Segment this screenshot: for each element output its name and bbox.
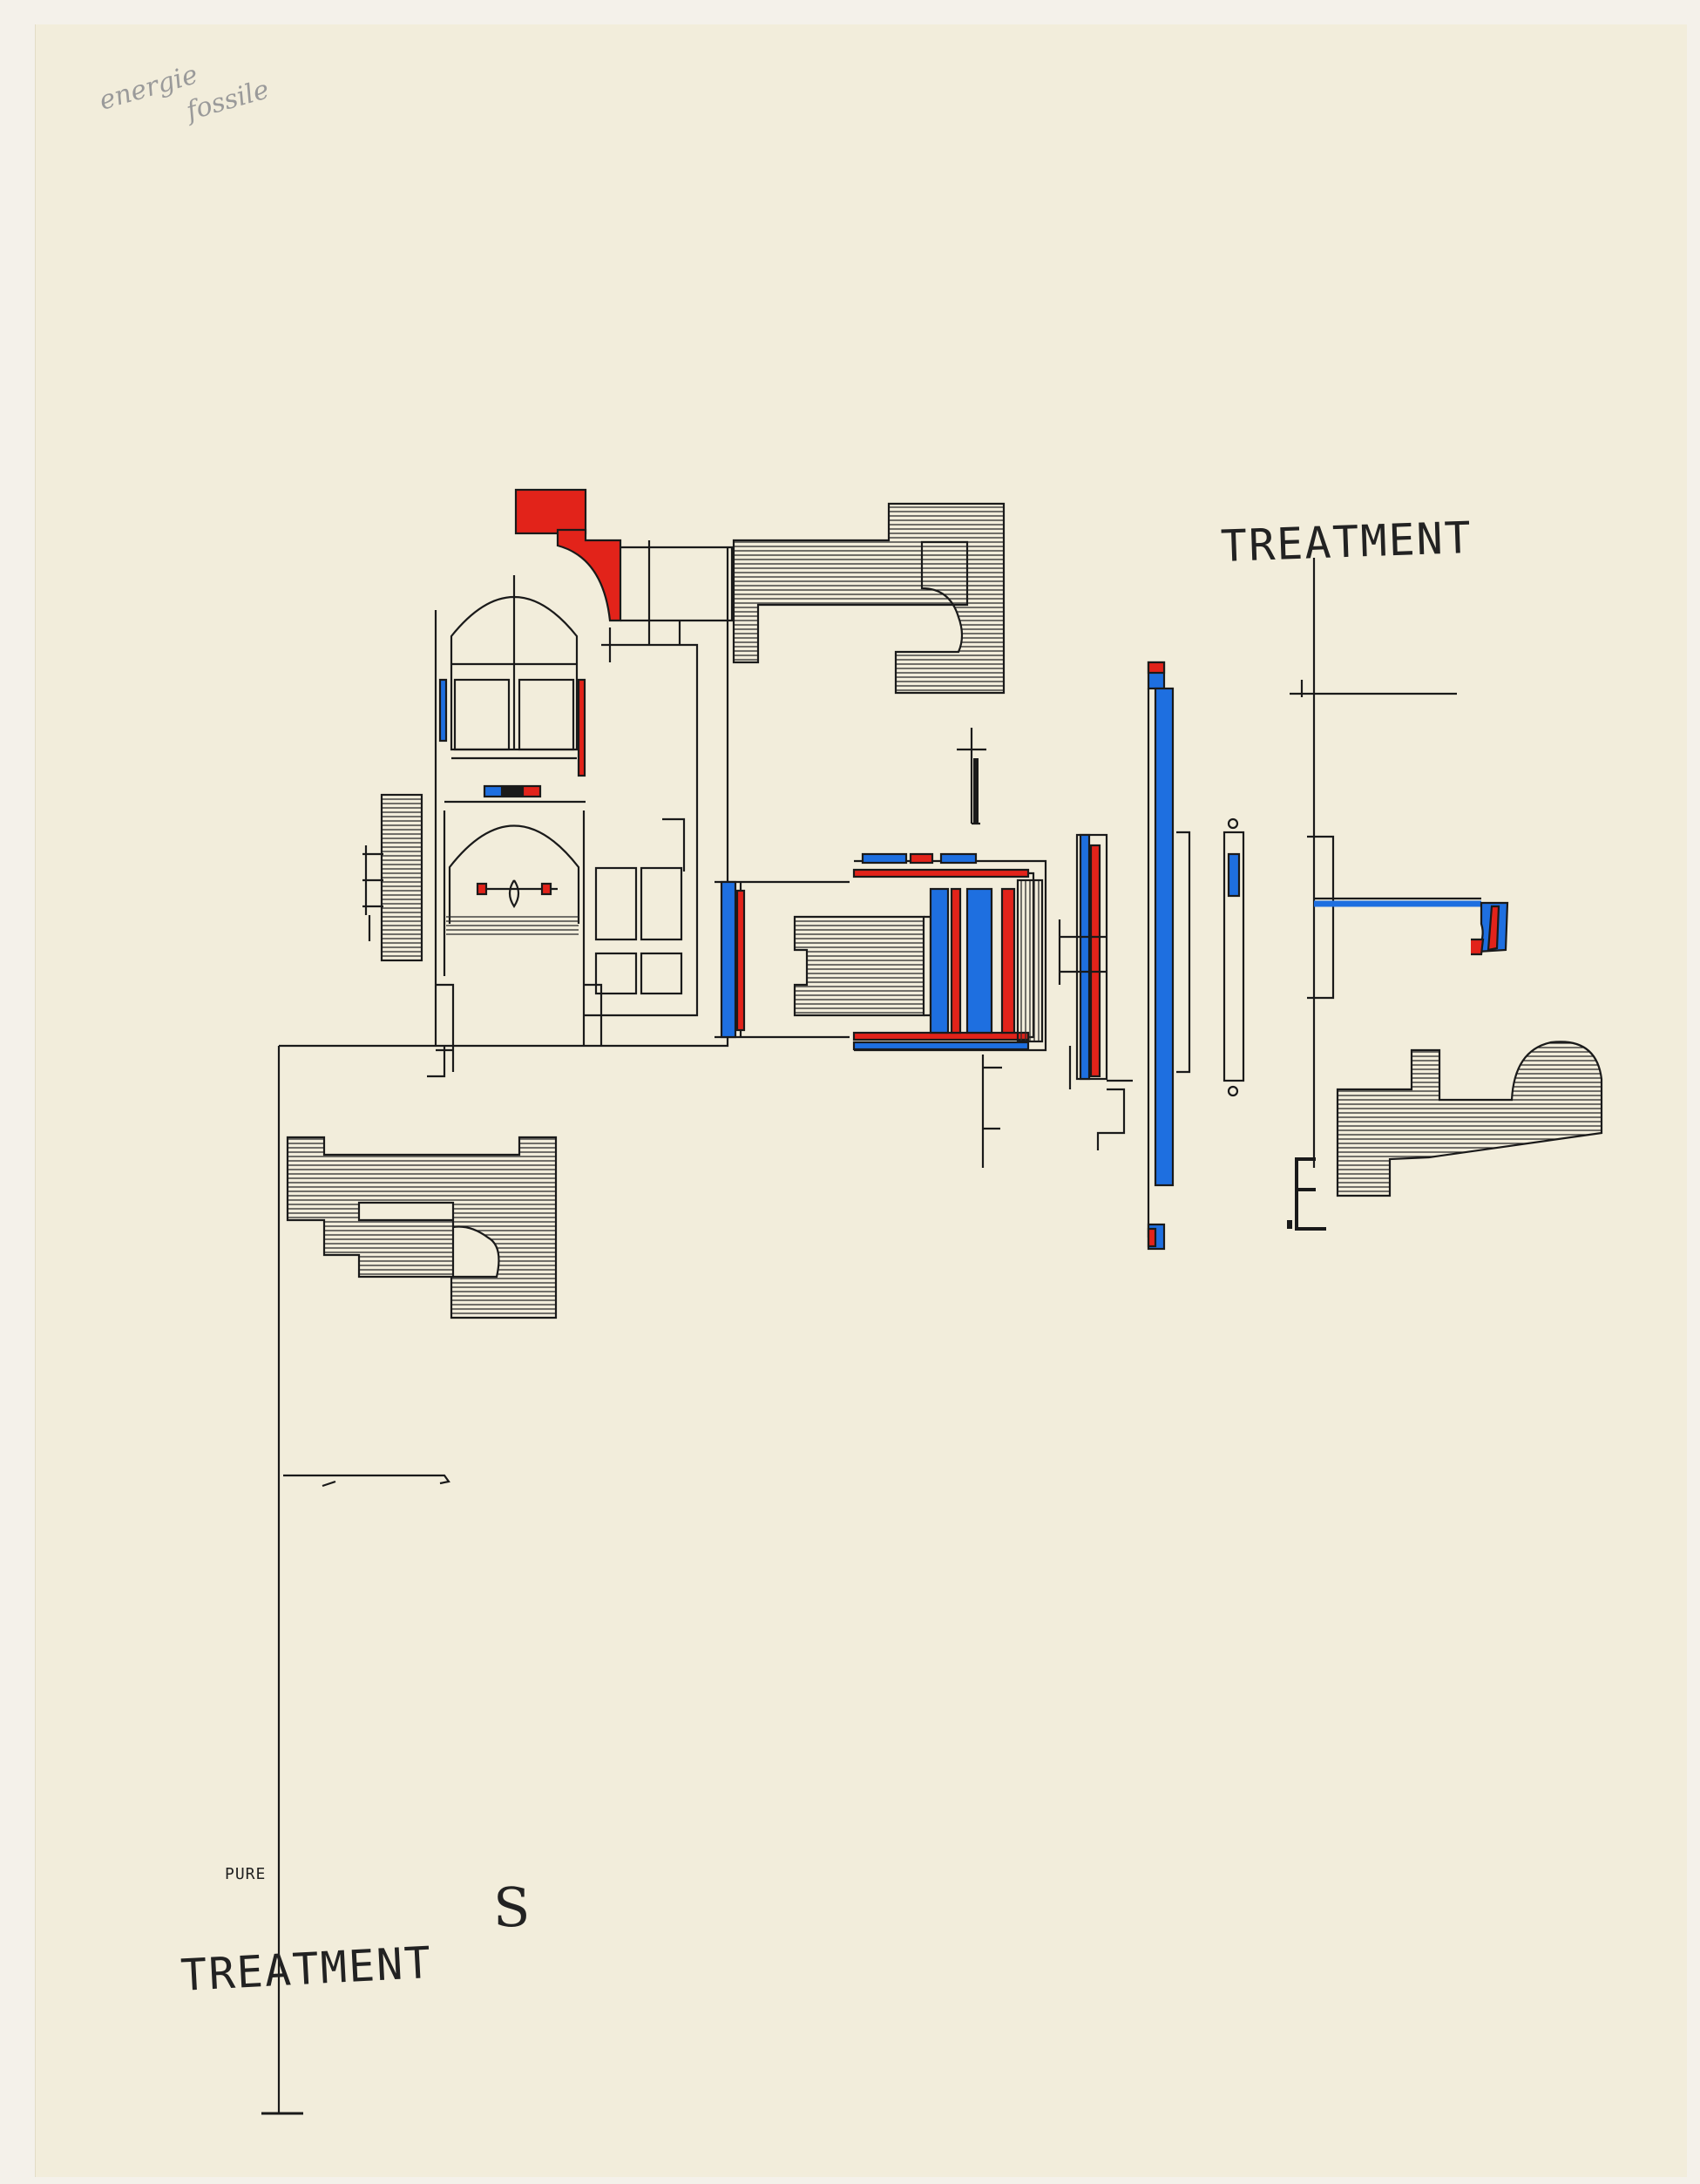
blue-stripe-2: [965, 887, 993, 1034]
left-vertical-frame: [261, 1046, 450, 2115]
hatched-right-block: [1336, 1041, 1603, 1197]
blue-bar-right-a: [1079, 833, 1091, 1081]
red-stripe-2: [1000, 887, 1016, 1034]
blue-bar-left: [438, 678, 448, 743]
blue-stripe-1: [929, 887, 950, 1034]
hatched-core: [793, 915, 925, 1017]
blue-frame-top: [861, 852, 908, 865]
center-assembly: [715, 728, 1133, 1168]
arched-window-top: [450, 596, 579, 751]
red-bar-right-a: [1089, 844, 1101, 1078]
e-glyph: [1295, 1157, 1326, 1231]
red-stripe-1: [950, 887, 962, 1034]
left-building: [279, 488, 734, 1078]
red-curve-fill: [556, 528, 622, 622]
pure-label: PURE: [225, 1865, 267, 1883]
small-gauge: [1223, 817, 1245, 1097]
red-bar-window: [577, 678, 586, 777]
red-post-left: [735, 889, 746, 1032]
hatched-t-block: [732, 502, 1006, 695]
arched-window-bottom: [448, 824, 580, 924]
side-hatched-block: [380, 793, 423, 962]
right-spine: [1287, 558, 1509, 1231]
s-letter-label: S: [493, 1875, 532, 1939]
tall-column: [1147, 661, 1191, 1251]
treatment-label-top: TREATMENT: [1220, 512, 1473, 572]
blue-tall-bar: [1154, 687, 1175, 1187]
red-corner-fill: [514, 488, 587, 535]
blue-post-left: [720, 880, 737, 1039]
cross-post: [957, 728, 986, 825]
hatched-left-block: [286, 1136, 558, 1319]
